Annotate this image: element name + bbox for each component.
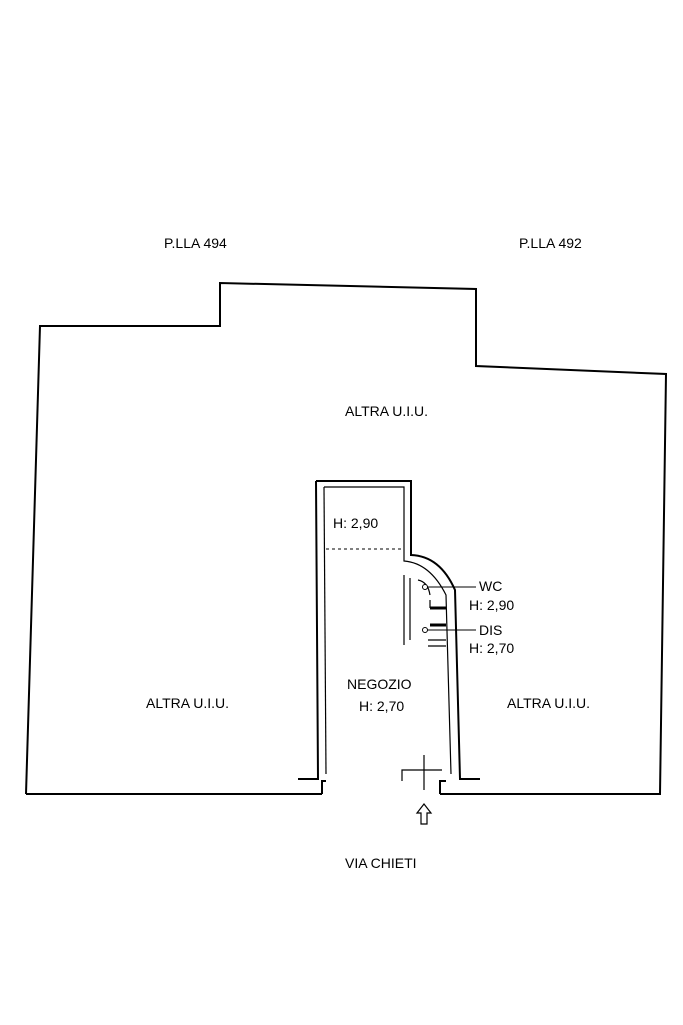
shop-inner-wall <box>324 486 452 775</box>
parcel-left-label: P.LLA 494 <box>164 235 227 251</box>
shop-left-wall <box>298 480 320 780</box>
outer-wall <box>25 281 668 795</box>
entrance-arrow-icon <box>415 803 433 825</box>
shop-name-label: NEGOZIO <box>347 676 412 692</box>
wc-marker <box>422 584 428 590</box>
shop-outline <box>316 480 480 780</box>
shop-front-right <box>439 780 446 794</box>
other-unit-top-label: ALTRA U.I.U. <box>345 403 428 419</box>
wc-door <box>430 606 446 627</box>
wc-height-label: H: 2,90 <box>469 597 514 613</box>
wc-name-label: WC <box>479 578 502 594</box>
street-label: VIA CHIETI <box>345 855 417 871</box>
parcel-right-label: P.LLA 492 <box>519 235 582 251</box>
other-unit-left-label: ALTRA U.I.U. <box>146 695 229 711</box>
dis-door <box>428 639 446 647</box>
shop-inner-left <box>323 486 327 775</box>
dis-height-label: H: 2,70 <box>469 640 514 656</box>
dis-name-label: DIS <box>479 622 502 638</box>
other-unit-right-label: ALTRA U.I.U. <box>507 695 590 711</box>
wc-partition <box>403 575 411 645</box>
mezzanine-height-label: H: 2,90 <box>333 515 378 531</box>
shop-front-left <box>321 780 326 794</box>
shop-height-label: H: 2,70 <box>359 698 404 714</box>
dis-marker <box>422 627 428 633</box>
entrance-door <box>401 755 442 790</box>
